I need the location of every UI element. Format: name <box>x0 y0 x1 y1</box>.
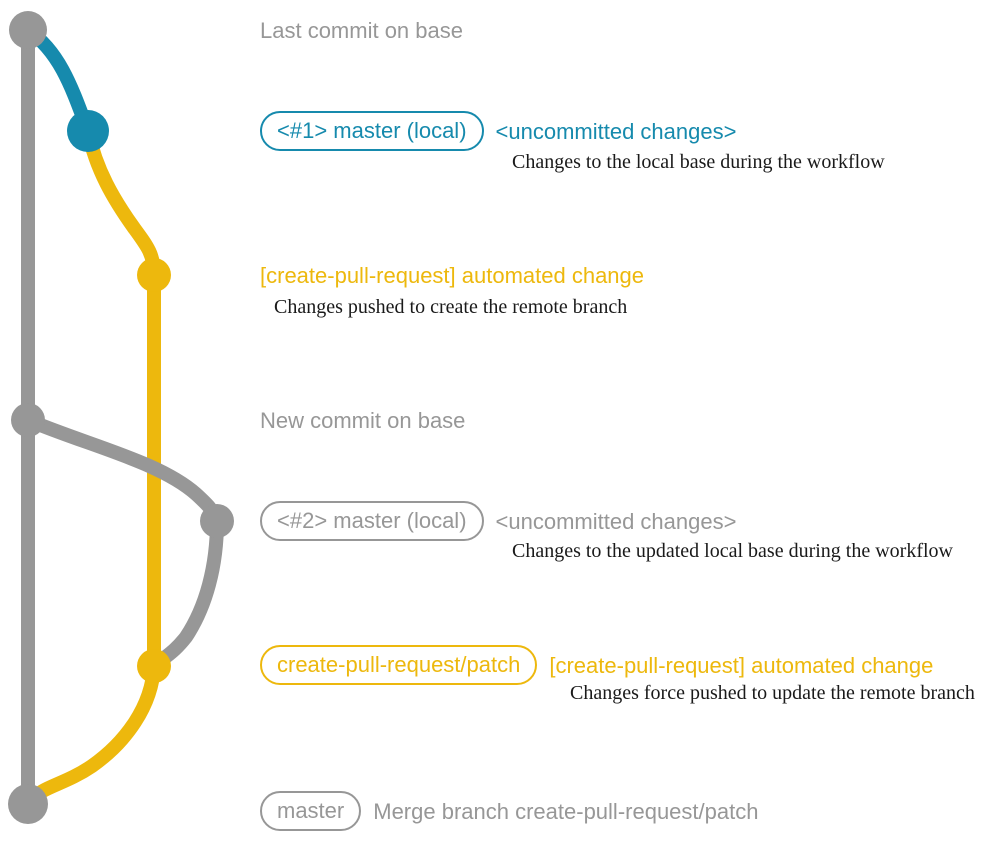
commit-dot-master-local-1 <box>67 110 109 152</box>
commit-message-new-base: New commit on base <box>260 407 466 433</box>
commit-message-pr-2: [create-pull-request] automated change <box>549 652 934 678</box>
note-pr-commit-2: Changes force pushed to update the remot… <box>570 682 975 704</box>
local-master-2-branch-line <box>21 413 225 673</box>
branch-tag-label: <#1> master (local) <box>277 118 467 143</box>
commit-dot-merge <box>8 784 48 824</box>
commit-dot-master-local-2 <box>200 504 234 538</box>
branch-tag-master-local-1: <#1> master (local) <box>260 111 484 151</box>
commit-message-merge: Merge branch create-pull-request/patch <box>373 798 759 824</box>
commit-dot-pr-1 <box>137 258 171 292</box>
row-merge-commit: master Merge branch create-pull-request/… <box>260 791 758 831</box>
branch-tag-label: master <box>277 798 345 823</box>
commit-dot-last-base <box>9 11 47 49</box>
commit-message-master-local-2: <uncommitted changes> <box>495 508 737 534</box>
branch-tag-label: create-pull-request/patch <box>277 652 521 677</box>
branch-tag-master-local-2: <#2> master (local) <box>260 501 484 541</box>
branch-tag-label: <#2> master (local) <box>277 508 467 533</box>
row-last-commit: Last commit on base <box>260 10 463 50</box>
commit-message-last-base: Last commit on base <box>260 17 463 43</box>
row-pr-commit-1: [create-pull-request] automated change <box>260 255 644 295</box>
branch-tag-patch: create-pull-request/patch <box>260 645 538 685</box>
note-master-local-1: Changes to the local base during the wor… <box>512 151 885 173</box>
commit-dot-new-base <box>11 403 45 437</box>
note-pr-commit-1: Changes pushed to create the remote bran… <box>274 296 628 318</box>
row-new-commit: New commit on base <box>260 400 465 440</box>
commit-dot-pr-2 <box>137 649 171 683</box>
branch-tag-master: master <box>260 791 362 831</box>
row-master-local-1: <#1> master (local) <uncommitted changes… <box>260 111 736 151</box>
note-master-local-2: Changes to the updated local base during… <box>512 540 953 562</box>
commit-message-master-local-1: <uncommitted changes> <box>495 118 737 144</box>
row-pr-commit-2: create-pull-request/patch [create-pull-r… <box>260 645 933 685</box>
row-master-local-2: <#2> master (local) <uncommitted changes… <box>260 501 736 541</box>
commit-message-pr-1: [create-pull-request] automated change <box>260 262 645 288</box>
